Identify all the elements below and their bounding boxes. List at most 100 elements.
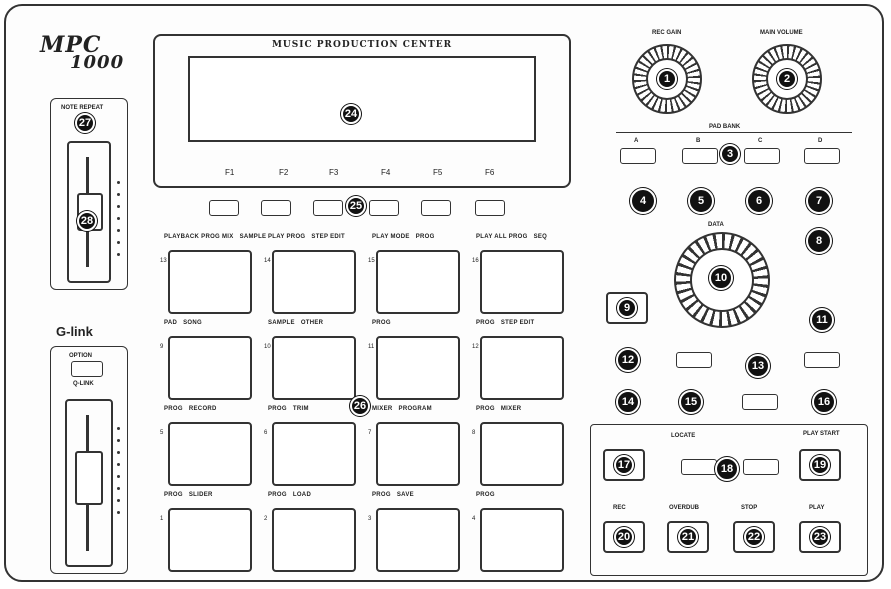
callout-22: 22 (744, 527, 764, 547)
pad-11[interactable] (376, 336, 460, 400)
cursor-right-button[interactable] (804, 352, 840, 368)
bank-a-button[interactable] (620, 148, 656, 164)
callout-11[interactable]: 11 (810, 308, 834, 332)
pad-10[interactable] (272, 336, 356, 400)
q-link-slider-2[interactable] (65, 399, 113, 567)
pad-label-left: PROG (476, 406, 495, 412)
pad-number: 12 (472, 344, 479, 350)
pad-label-left: PROG (476, 320, 495, 326)
callout-15[interactable]: 15 (679, 390, 703, 414)
f2-button[interactable] (261, 200, 291, 216)
glink-label: G-link (56, 324, 93, 339)
f1-button[interactable] (209, 200, 239, 216)
pad-9[interactable] (168, 336, 252, 400)
callout-13[interactable]: 13 (746, 354, 770, 378)
callout-14[interactable]: 14 (616, 390, 640, 414)
callout-27: 27 (75, 113, 95, 133)
pad-12[interactable] (480, 336, 564, 400)
logo-text-top: MPC (40, 32, 102, 58)
pad-number: 13 (160, 258, 167, 264)
pad-label-left: PAD (164, 320, 178, 326)
bank-b-button[interactable] (682, 148, 718, 164)
bank-d-label: D (818, 138, 823, 144)
pad-label-left: PROG (164, 406, 183, 412)
callout-16[interactable]: 16 (812, 390, 836, 414)
pad-label-left: PLAYBACK PROG MIX (164, 234, 234, 240)
pad-7[interactable] (376, 422, 460, 486)
pad-label-left: PLAY MODE (372, 234, 410, 240)
pad-8[interactable] (480, 422, 564, 486)
pad-label-right: SEQ (533, 234, 548, 240)
callout-24: 24 (341, 104, 361, 124)
pad-15[interactable] (376, 250, 460, 314)
lcd-title: MUSIC PRODUCTION CENTER (271, 40, 453, 50)
slider-2-ticks (117, 427, 121, 523)
callout-10: 10 (709, 266, 733, 290)
f3-button[interactable] (313, 200, 343, 216)
callout-5[interactable]: 5 (688, 188, 714, 214)
cursor-down-button[interactable] (742, 394, 778, 410)
pad-label-9: PAD SONG (164, 320, 202, 326)
callout-2: 2 (777, 69, 797, 89)
pad-number: 5 (160, 430, 164, 436)
callout-1: 1 (657, 69, 677, 89)
pad-label-right: LOAD (292, 492, 312, 498)
data-wheel[interactable] (674, 232, 770, 328)
slider-1-ticks (117, 181, 121, 265)
main-volume-label: MAIN VOLUME (760, 30, 803, 36)
bank-d-button[interactable] (804, 148, 840, 164)
main-volume-knob[interactable] (752, 44, 822, 114)
pad-number: 8 (472, 430, 476, 436)
stop-button[interactable] (733, 521, 775, 553)
pad-label-left: PROG (268, 406, 287, 412)
locate-forward-button[interactable] (743, 459, 779, 475)
pad-label-right: SAVE (396, 492, 414, 498)
f2-label: F2 (279, 168, 289, 177)
q-link-panel: OPTION Q-LINK (50, 346, 128, 574)
pad-16[interactable] (480, 250, 564, 314)
option-button[interactable] (71, 361, 103, 377)
pad-2[interactable] (272, 508, 356, 572)
f3-label: F3 (329, 168, 339, 177)
f4-button[interactable] (369, 200, 399, 216)
callout-8[interactable]: 8 (806, 228, 832, 254)
pad-4[interactable] (480, 508, 564, 572)
play-label: PLAY (809, 505, 825, 511)
f6-label: F6 (485, 168, 495, 177)
callout-4[interactable]: 4 (630, 188, 656, 214)
callout-12[interactable]: 12 (616, 348, 640, 372)
pad-label-right: RECORD (188, 406, 217, 412)
pad-14[interactable] (272, 250, 356, 314)
pad-number: 6 (264, 430, 268, 436)
f6-button[interactable] (475, 200, 505, 216)
pad-number: 9 (160, 344, 164, 350)
cursor-left-button[interactable] (676, 352, 712, 368)
callout-7[interactable]: 7 (806, 188, 832, 214)
f5-button[interactable] (421, 200, 451, 216)
callout-26: 26 (350, 396, 370, 416)
slider-2-handle[interactable] (75, 451, 103, 505)
pad-1[interactable] (168, 508, 252, 572)
bank-c-label: C (758, 138, 763, 144)
lcd-frame: MUSIC PRODUCTION CENTER 24 F1 F2 F3 F4 F… (153, 34, 571, 188)
pad-3[interactable] (376, 508, 460, 572)
bank-c-button[interactable] (744, 148, 780, 164)
callout-20: 20 (614, 527, 634, 547)
pad-5[interactable] (168, 422, 252, 486)
pad-label-right: SONG (183, 320, 202, 326)
pad-13[interactable] (168, 250, 252, 314)
pad-label-right: SAMPLE (239, 234, 267, 240)
locate-back-button[interactable] (681, 459, 717, 475)
pad-6[interactable] (272, 422, 356, 486)
stop-label: STOP (741, 505, 758, 511)
callout-6[interactable]: 6 (746, 188, 772, 214)
f5-label: F5 (433, 168, 443, 177)
pad-label-left: PROG (476, 492, 495, 498)
pad-label-5: PROG RECORD (164, 406, 217, 412)
